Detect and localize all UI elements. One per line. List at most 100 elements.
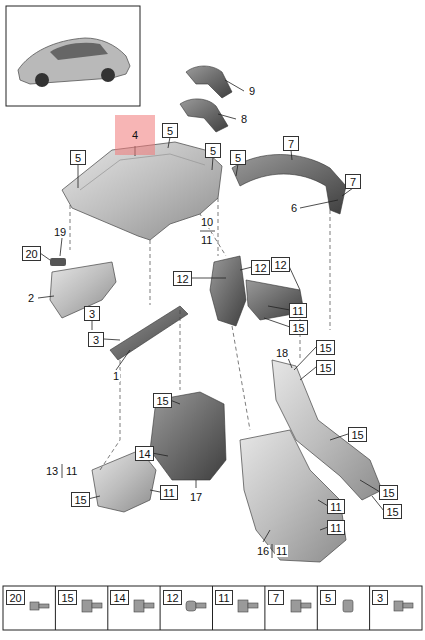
callout-number: 3	[377, 592, 383, 604]
callout-box: 15	[316, 360, 335, 375]
shield-part	[180, 99, 228, 132]
callout-number: 9	[248, 85, 256, 97]
callout-number: 11	[218, 592, 229, 604]
callout-box: 11	[215, 590, 233, 605]
strip	[110, 306, 188, 360]
callout-number: 12	[176, 273, 188, 285]
callout-box: 7	[345, 174, 361, 189]
callout-box: 15	[316, 340, 335, 355]
callout-box: 12	[271, 257, 290, 272]
callout-number: 5	[235, 152, 241, 164]
callout-number: 11	[65, 465, 78, 477]
callout-box: 15	[71, 492, 90, 507]
callout-number: 15	[61, 592, 73, 604]
callout-box: 14	[110, 590, 129, 605]
callout-number: 3	[93, 334, 99, 346]
callout-number: 15	[319, 362, 331, 374]
callout-number: 15	[382, 487, 394, 499]
group-bracket	[62, 231, 272, 558]
callout-number: 18	[275, 347, 289, 359]
callout-number: 8	[240, 113, 248, 125]
shield-part	[232, 155, 346, 215]
callout-box: 15	[383, 504, 402, 519]
callout-number: 6	[290, 202, 298, 214]
callout-number: 5	[325, 592, 331, 604]
callout-number: 2	[27, 292, 35, 304]
sensor-plug	[50, 258, 66, 266]
callout-box: 11	[289, 303, 307, 318]
assembly-lines	[70, 198, 330, 470]
shield-part	[246, 280, 304, 320]
callout-number: 11	[330, 501, 341, 513]
callout-number: 16	[256, 545, 270, 557]
callout-number: 14	[113, 592, 125, 604]
callout-box: 11	[327, 499, 345, 514]
highlight-marker: 4	[115, 115, 155, 155]
callout-number: 3	[89, 308, 95, 320]
callout-number: 12	[166, 592, 178, 604]
callout-number: 19	[53, 226, 67, 238]
callout-box: 11	[160, 485, 178, 500]
callout-number: 15	[319, 342, 331, 354]
callout-number: 11	[292, 305, 303, 317]
callout-number: 15	[74, 494, 86, 506]
callout-number: 10	[200, 216, 214, 228]
leader-lines	[38, 80, 384, 542]
callout-number: 5	[210, 145, 216, 157]
callout-number: 1	[112, 370, 120, 382]
callout-number: 5	[167, 125, 173, 137]
shield-part	[186, 66, 232, 98]
callout-box: 12	[251, 260, 270, 275]
callout-box: 5	[320, 590, 336, 605]
callout-number: 11	[275, 545, 288, 557]
callout-number: 7	[273, 592, 279, 604]
callout-box: 15	[58, 590, 77, 605]
callout-number: 5	[75, 152, 81, 164]
callout-number: 15	[351, 429, 363, 441]
callout-number: 15	[156, 395, 168, 407]
callout-box: 20	[22, 246, 41, 261]
callout-number: 12	[274, 259, 286, 271]
callout-box: 15	[379, 485, 398, 500]
heat-shield	[240, 430, 346, 562]
callout-number: 4	[132, 129, 138, 141]
heat-shield	[62, 142, 222, 240]
callout-number: 11	[200, 234, 213, 246]
callout-number: 15	[386, 506, 398, 518]
callout-number: 14	[138, 448, 150, 460]
bracket	[50, 262, 116, 318]
callout-box: 15	[348, 427, 367, 442]
callout-number: 12	[254, 262, 266, 274]
callout-box: 15	[153, 393, 172, 408]
vehicle-thumbnail	[6, 6, 140, 106]
callout-box: 5	[205, 143, 221, 158]
callout-box: 5	[162, 123, 178, 138]
callout-box: 7	[268, 590, 284, 605]
callout-box: 12	[173, 271, 192, 286]
callout-number: 20	[25, 248, 37, 260]
callout-number: 15	[292, 322, 304, 334]
heat-shield	[150, 392, 226, 480]
callout-number: 11	[163, 487, 174, 499]
callout-box: 20	[6, 590, 25, 605]
duct	[210, 256, 246, 326]
callout-number: 7	[350, 176, 356, 188]
callout-number: 17	[189, 491, 203, 503]
callout-box: 11	[327, 520, 345, 535]
callout-number: 11	[330, 522, 341, 534]
callout-box: 5	[70, 150, 86, 165]
callout-box: 14	[135, 446, 154, 461]
callout-number: 7	[288, 138, 294, 150]
callout-box: 3	[372, 590, 388, 605]
callout-box: 15	[289, 320, 308, 335]
callout-number: 13	[45, 465, 59, 477]
callout-box: 5	[230, 150, 246, 165]
callout-box: 3	[88, 332, 104, 347]
callout-number: 20	[9, 592, 21, 604]
callout-box: 3	[84, 306, 100, 321]
callout-box: 7	[283, 136, 299, 151]
fastener-table	[3, 586, 422, 630]
callout-box: 12	[163, 590, 182, 605]
